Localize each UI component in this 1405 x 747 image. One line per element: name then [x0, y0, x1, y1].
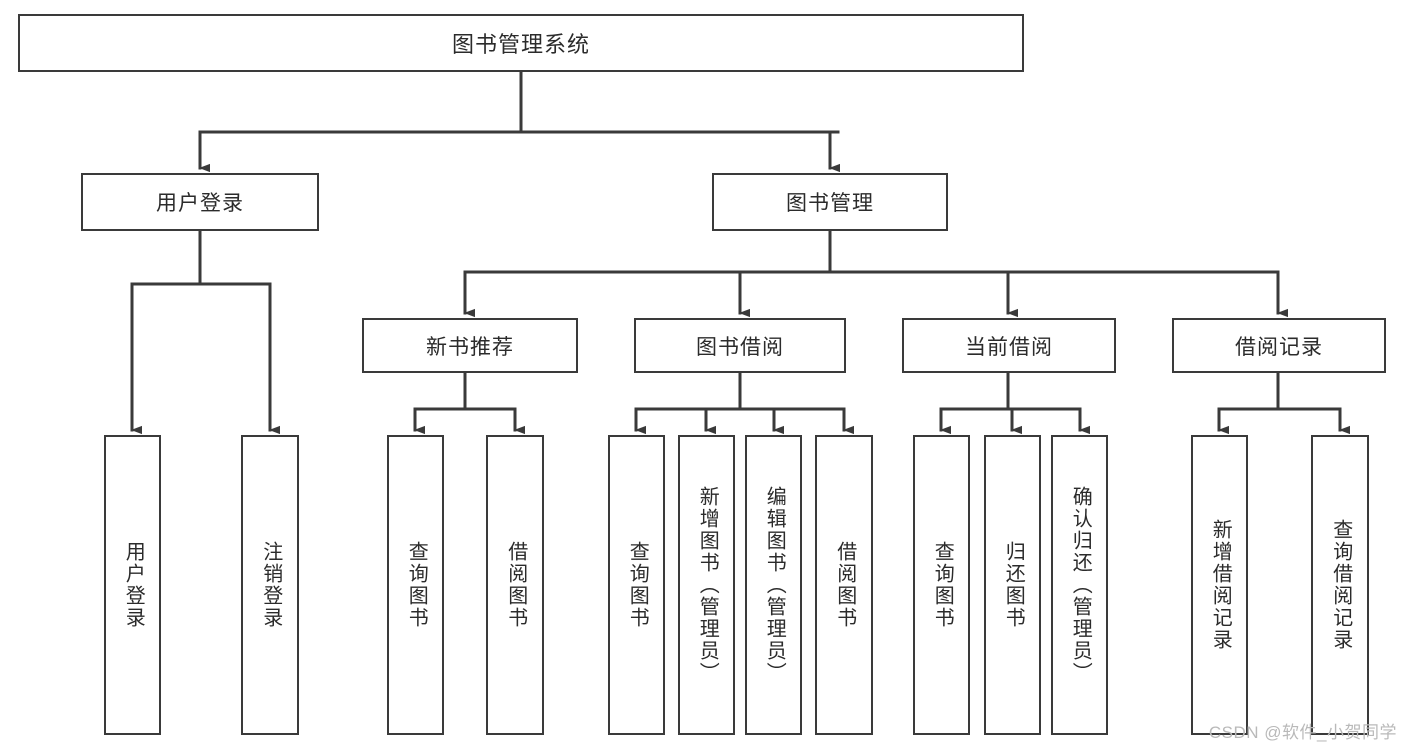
node-label: 借阅图书: [833, 541, 856, 629]
node-label: 注销登录: [259, 541, 282, 629]
leaf-return-book[interactable]: 归还图书: [984, 435, 1041, 735]
node-book-borrowing[interactable]: 图书借阅: [634, 318, 846, 373]
node-borrowing-records[interactable]: 借阅记录: [1172, 318, 1386, 373]
node-label: 归还图书: [1002, 541, 1025, 629]
node-label: 借阅图书: [504, 541, 527, 629]
node-book-management[interactable]: 图书管理: [712, 173, 948, 231]
node-label: 当前借阅: [965, 335, 1053, 359]
node-label: 用户登录: [156, 192, 244, 215]
node-label: 编辑图书（管理员）: [763, 486, 786, 684]
node-label: 查询图书: [931, 541, 954, 629]
node-label: 新书推荐: [426, 335, 514, 359]
node-label: 查询图书: [626, 541, 649, 629]
leaf-edit-book-admin[interactable]: 编辑图书（管理员）: [745, 435, 802, 735]
leaf-user-login[interactable]: 用户登录: [104, 435, 161, 735]
node-user-login[interactable]: 用户登录: [81, 173, 319, 231]
leaf-logout[interactable]: 注销登录: [241, 435, 299, 735]
node-label: 新增图书（管理员）: [696, 486, 719, 684]
node-label: 图书管理系统: [451, 32, 590, 57]
node-label: 用户登录: [122, 541, 145, 629]
node-label: 查询借阅记录: [1329, 519, 1352, 651]
leaf-borrow-book-newbook[interactable]: 借阅图书: [486, 435, 544, 735]
node-root-system[interactable]: 图书管理系统: [18, 14, 1024, 72]
leaf-confirm-return-admin[interactable]: 确认归还（管理员）: [1051, 435, 1108, 735]
node-new-book-recommendation[interactable]: 新书推荐: [362, 318, 578, 373]
node-label: 图书借阅: [696, 335, 784, 359]
node-label: 新增借阅记录: [1209, 519, 1232, 651]
node-label: 查询图书: [405, 541, 428, 629]
leaf-add-book-admin[interactable]: 新增图书（管理员）: [678, 435, 735, 735]
watermark: CSDN @软件_小贺同学: [1208, 723, 1397, 742]
node-current-borrowing[interactable]: 当前借阅: [902, 318, 1116, 373]
node-label: 图书管理: [786, 192, 874, 215]
leaf-query-book-newbook[interactable]: 查询图书: [387, 435, 444, 735]
leaf-query-book-current[interactable]: 查询图书: [913, 435, 970, 735]
node-label: 借阅记录: [1235, 335, 1323, 359]
leaf-borrow-book-borrowing[interactable]: 借阅图书: [815, 435, 873, 735]
node-label: 确认归还（管理员）: [1069, 486, 1092, 684]
leaf-query-borrow-record[interactable]: 查询借阅记录: [1311, 435, 1369, 735]
leaf-add-borrow-record[interactable]: 新增借阅记录: [1191, 435, 1248, 735]
leaf-query-book-borrowing[interactable]: 查询图书: [608, 435, 665, 735]
